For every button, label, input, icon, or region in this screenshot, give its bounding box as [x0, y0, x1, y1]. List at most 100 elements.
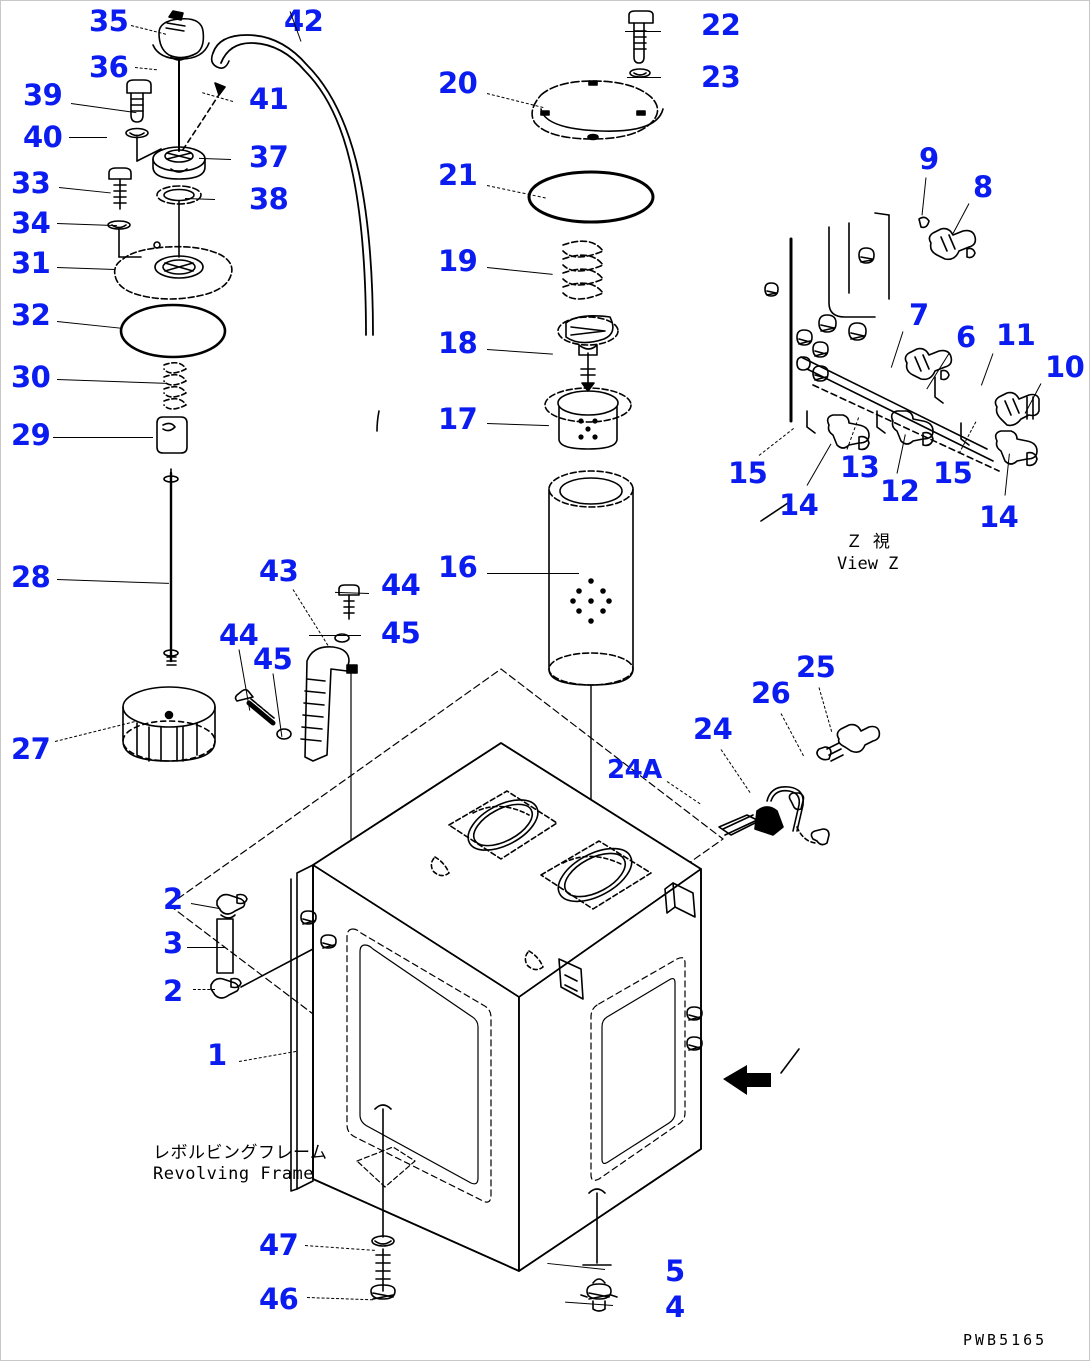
part-callout-25[interactable]: 25	[796, 650, 836, 684]
part-callout-9[interactable]: 9	[919, 142, 939, 176]
part-44-bolt-lower	[234, 688, 276, 726]
part-callout-45[interactable]: 45	[253, 642, 293, 676]
part-19-spring	[562, 240, 604, 300]
part-callout-45[interactable]: 45	[381, 616, 421, 650]
part-callout-44[interactable]: 44	[381, 568, 421, 602]
part-2-fitting-lower	[210, 977, 242, 999]
revolving-frame-note: レボルビングフレーム Revolving Frame	[153, 1143, 328, 1186]
part-callout-27[interactable]: 27	[11, 732, 51, 766]
part-4-drain-plug	[580, 1278, 618, 1312]
part-callout-16[interactable]: 16	[438, 550, 478, 584]
part-callout-15[interactable]: 15	[728, 456, 768, 490]
part-18-valve	[557, 315, 619, 392]
part-callout-22[interactable]: 22	[701, 8, 741, 42]
part-28-rod	[163, 468, 179, 666]
part-22-bolt	[628, 10, 654, 64]
part-callout-14[interactable]: 14	[979, 500, 1019, 534]
part-callout-15[interactable]: 15	[933, 456, 973, 490]
part-callout-1[interactable]: 1	[207, 1038, 227, 1072]
leader-line-2	[193, 989, 215, 990]
leader-line-3	[187, 947, 225, 948]
part-callout-35[interactable]: 35	[89, 4, 129, 38]
part-callout-34[interactable]: 34	[11, 206, 51, 240]
part-39-bolt	[126, 79, 152, 123]
part-callout-14[interactable]: 14	[779, 488, 819, 522]
view-z-assembly	[760, 212, 1040, 522]
part-callout-26[interactable]: 26	[751, 676, 791, 710]
part-callout-4[interactable]: 4	[665, 1290, 685, 1324]
part-1-tank	[168, 668, 724, 1272]
part-callout-41[interactable]: 41	[249, 82, 289, 116]
part-20-cover	[531, 80, 664, 141]
leader-line-23	[627, 77, 661, 78]
part-14-elbow	[994, 430, 1038, 467]
part-callout-31[interactable]: 31	[11, 246, 51, 280]
part-callout-5[interactable]: 5	[665, 1254, 685, 1288]
part-callout-44[interactable]: 44	[219, 618, 259, 652]
part-callout-24[interactable]: 24	[693, 712, 733, 746]
part-42-hose	[210, 34, 380, 432]
part-callout-38[interactable]: 38	[249, 182, 289, 216]
part-callout-29[interactable]: 29	[11, 418, 51, 452]
part-callout-19[interactable]: 19	[438, 244, 478, 278]
part-45-washer-upper	[334, 633, 350, 643]
part-2-fitting-upper	[216, 893, 248, 919]
leader-line-16	[487, 573, 579, 574]
part-12-elbow	[890, 410, 934, 447]
view-z-caps	[764, 247, 875, 382]
part-callout-7[interactable]: 7	[909, 298, 929, 332]
part-callout-17[interactable]: 17	[438, 402, 478, 436]
part-21-oring	[527, 170, 655, 224]
part-callout-13[interactable]: 13	[840, 450, 880, 484]
part-callout-46[interactable]: 46	[259, 1282, 299, 1316]
part-callout-40[interactable]: 40	[23, 120, 63, 154]
part-30-spring	[163, 361, 187, 410]
part-34-washer	[107, 220, 131, 258]
view-z-note-en: View Z	[837, 554, 899, 575]
part-47-washer	[371, 1104, 395, 1247]
part-24-sender	[718, 785, 830, 846]
part-37-flange	[152, 146, 206, 180]
part-callout-36[interactable]: 36	[89, 50, 129, 84]
part-31-cover-plate	[113, 241, 233, 300]
part-callout-43[interactable]: 43	[259, 554, 299, 588]
part-callout-12[interactable]: 12	[880, 474, 920, 508]
part-callout-11[interactable]: 11	[996, 318, 1036, 352]
view-z-note-jp: Ｚ 視	[845, 532, 890, 552]
part-callout-33[interactable]: 33	[11, 166, 51, 200]
part-25-fitting	[816, 723, 881, 762]
drawing-number: PWB5165	[963, 1331, 1048, 1349]
part-callout-21[interactable]: 21	[438, 158, 478, 192]
part-33-bolt	[108, 167, 132, 210]
view-z-note: Ｚ 視 View Z	[837, 531, 898, 575]
part-callout-24a[interactable]: 24A	[607, 755, 662, 785]
part-callout-2[interactable]: 2	[163, 974, 183, 1008]
part-callout-30[interactable]: 30	[11, 360, 51, 394]
part-callout-8[interactable]: 8	[973, 170, 993, 204]
part-callout-20[interactable]: 20	[438, 66, 478, 100]
part-callout-23[interactable]: 23	[701, 60, 741, 94]
part-callout-37[interactable]: 37	[249, 140, 289, 174]
part-callout-18[interactable]: 18	[438, 326, 478, 360]
part-callout-28[interactable]: 28	[11, 560, 51, 594]
part-32-gasket	[119, 303, 227, 359]
part-3-sight-gauge	[216, 918, 234, 974]
part-callout-6[interactable]: 6	[956, 320, 976, 354]
part-callout-39[interactable]: 39	[23, 78, 63, 112]
part-callout-2[interactable]: 2	[163, 882, 183, 916]
leader-line-29	[53, 437, 153, 438]
part-38-ring	[156, 185, 202, 258]
leader-line-45	[309, 635, 361, 636]
leader-line-40	[69, 137, 107, 138]
part-callout-3[interactable]: 3	[163, 926, 183, 960]
part-callout-32[interactable]: 32	[11, 298, 51, 332]
part-46-bolt	[370, 1248, 396, 1300]
part-callout-47[interactable]: 47	[259, 1228, 299, 1262]
part-8-fitting	[928, 227, 977, 261]
part-27-strainer	[122, 686, 216, 762]
revolving-frame-note-en: Revolving Frame	[153, 1164, 315, 1185]
part-callout-10[interactable]: 10	[1045, 350, 1085, 384]
part-23-washer	[629, 68, 651, 78]
